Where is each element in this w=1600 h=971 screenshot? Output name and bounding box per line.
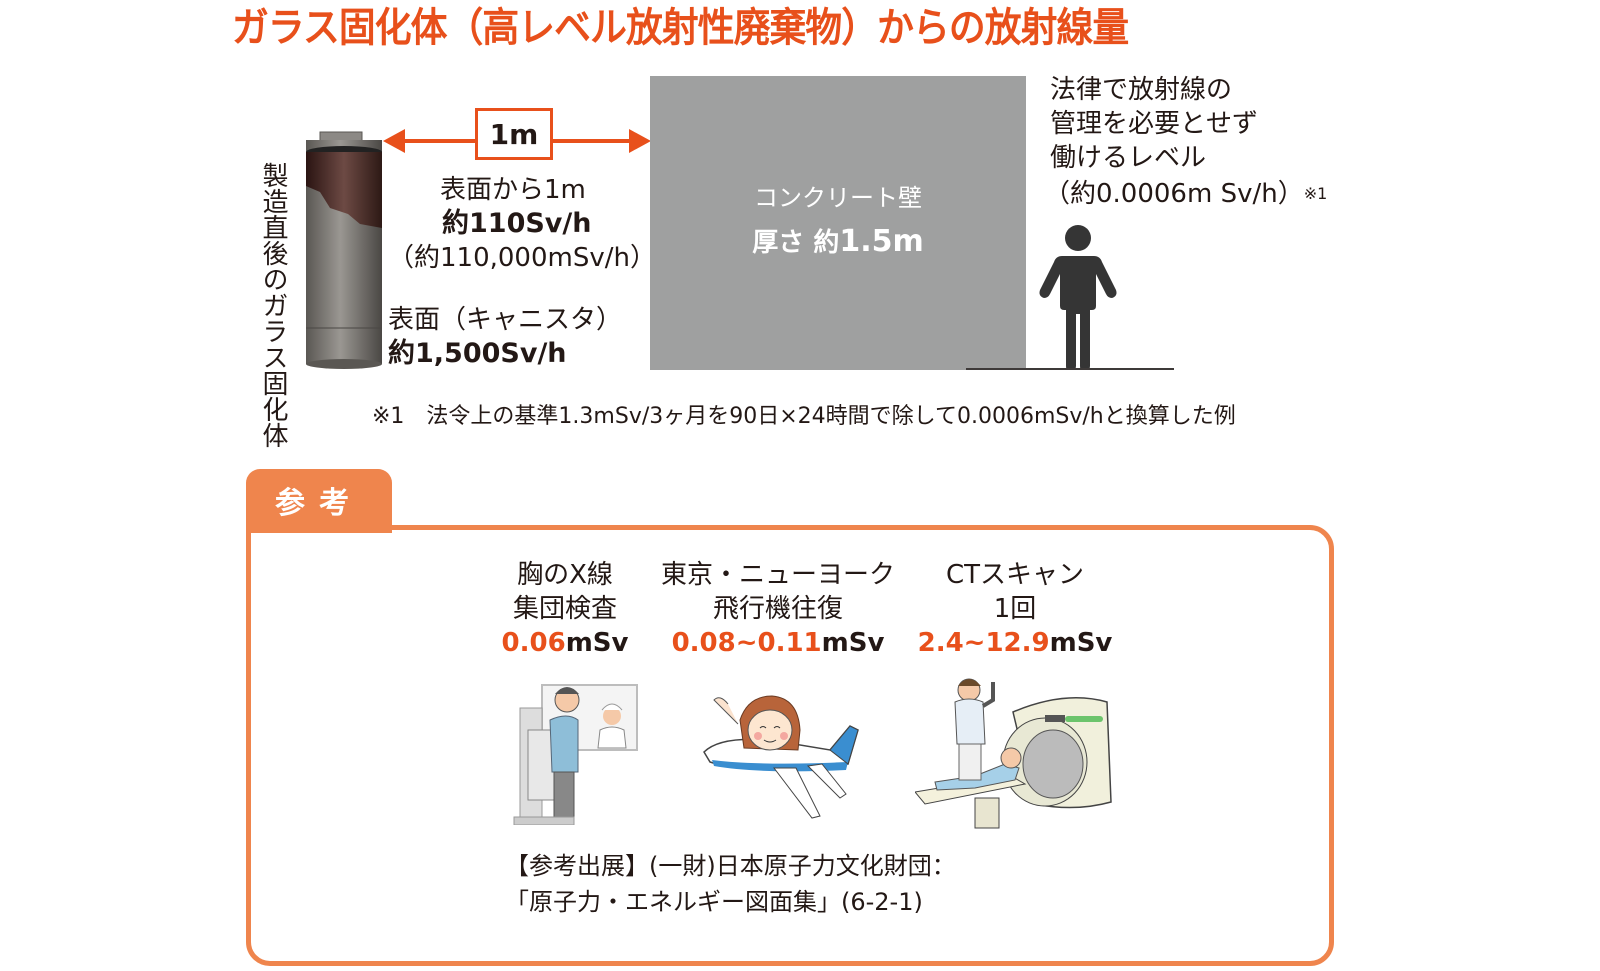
item-dose-value: 0.06 (501, 628, 566, 658)
reference-item-chest-xray: 胸のX線 集団検査 0.06mSv (480, 558, 650, 660)
wall-label: コンクリート壁 (754, 184, 922, 212)
distance-line1: 表面から1m (440, 175, 586, 205)
item-dose-value: 0.08~0.11 (671, 628, 822, 658)
canister-vertical-label: 製造直後のガラス固化体 (258, 162, 288, 448)
distance-label-box: 1m (475, 108, 553, 160)
glass-canister-icon (306, 131, 382, 369)
airplane-illustration-icon (703, 695, 859, 819)
item-line1: 東京・ニューヨーク (660, 560, 895, 590)
source-line1: 【参考出展】(一財)日本原子力文化財団： (505, 852, 956, 880)
person-level-dose: （約0.0006m Sv/h） (1044, 179, 1304, 209)
person-level-line1: 法律で放射線の (1050, 75, 1233, 105)
distance-dose: 約110Sv/h (442, 208, 592, 239)
item-line1: CTスキャン (945, 560, 1085, 590)
surface-label: 表面（キャニスタ） (388, 305, 623, 335)
reference-tab-label: 参考 (275, 486, 363, 521)
ct-scan-illustration-icon (915, 678, 1112, 829)
person-icon (1039, 225, 1117, 370)
surface-dose: 約1,500Sv/h (388, 338, 567, 369)
footnote-mark: ※1 (1303, 184, 1328, 203)
reference-box (246, 525, 1334, 966)
wall-thickness-prefix: 厚さ 約 (752, 228, 840, 258)
item-line2: 1回 (993, 594, 1037, 624)
wall-thickness-value: 1.5m (839, 224, 924, 259)
item-line1: 胸のX線 (517, 560, 613, 590)
canister-label-col2: ガラス固化体 (258, 292, 288, 448)
wall-thickness: 厚さ 約1.5m (650, 222, 1026, 259)
ground-line (966, 368, 1174, 370)
item-dose: 0.08~0.11mSv (660, 626, 896, 660)
item-dose-unit: mSv (565, 628, 629, 658)
source-line2: 「原子力・エネルギー図面集」(6-2-1) (505, 888, 923, 916)
reference-source: 【参考出展】(一財)日本原子力文化財団： 「原子力・エネルギー図面集」(6-2-… (505, 848, 956, 920)
person-level-line3: 働けるレベル (1050, 143, 1207, 173)
footnote: ※1 法令上の基準1.3mSv/3ヶ月を90日×24時間で除して0.0006mS… (372, 404, 1236, 429)
person-level-line2: 管理を必要とせず (1050, 109, 1259, 139)
person-level-line4: （約0.0006m Sv/h）※1 (1044, 178, 1327, 210)
item-dose: 0.06mSv (480, 626, 650, 660)
canister-label-col1: 製造直後の (258, 162, 288, 292)
chest-xray-illustration-icon (513, 684, 638, 825)
item-line2: 飛行機往復 (712, 594, 843, 624)
concrete-wall (650, 76, 1026, 370)
item-dose-unit: mSv (1049, 628, 1113, 658)
item-dose-unit: mSv (821, 628, 885, 658)
page-title: ガラス固化体（高レベル放射性廃棄物）からの放射線量 (232, 5, 1129, 51)
item-line2: 集団検査 (512, 594, 617, 624)
reference-tab (246, 469, 392, 533)
reference-item-flight: 東京・ニューヨーク 飛行機往復 0.08~0.11mSv (660, 558, 896, 660)
item-dose: 2.4~12.9mSv (910, 626, 1120, 660)
distance-dose-msv: （約110,000mSv/h） (388, 243, 656, 273)
reference-item-ct: CTスキャン 1回 2.4~12.9mSv (910, 558, 1120, 660)
item-dose-value: 2.4~12.9 (917, 628, 1050, 658)
